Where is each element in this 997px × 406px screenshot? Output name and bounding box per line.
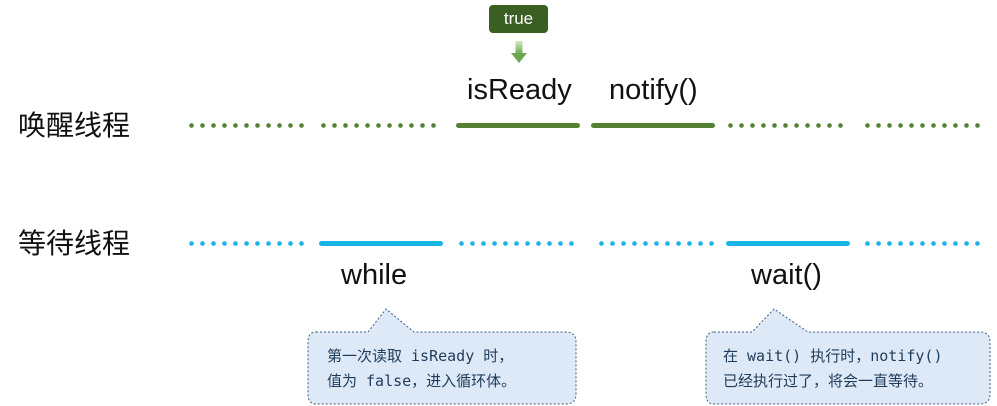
waiter-wait-segment	[726, 241, 850, 246]
waiter-dotted-segment-1	[186, 241, 308, 246]
waiter-lane-label: 等待线程	[18, 227, 131, 260]
right-note-line-1: 在 wait() 执行时，notify()	[723, 347, 943, 365]
waker-dotted-segment-1	[186, 123, 306, 128]
true-value-badge: true	[489, 5, 548, 33]
waiter-dotted-segment-2	[456, 241, 578, 246]
waiter-dotted-segment-4	[862, 241, 984, 246]
down-arrow-icon	[511, 41, 527, 63]
wait-label: wait()	[751, 259, 822, 291]
waiter-dotted-segment-3	[596, 241, 716, 246]
isready-label: isReady	[467, 74, 572, 106]
left-callout	[307, 308, 577, 405]
waker-dotted-segment-4	[862, 123, 984, 128]
right-callout	[705, 308, 991, 405]
notify-label: notify()	[609, 74, 698, 106]
waiter-while-segment	[319, 241, 443, 246]
waker-lane-label: 唤醒线程	[18, 109, 131, 142]
waker-dotted-segment-3	[725, 123, 847, 128]
left-note-line-2: 值为 false，进入循环体。	[327, 372, 517, 390]
while-label: while	[341, 259, 408, 291]
waker-notify-segment	[591, 123, 715, 128]
left-note-line-1: 第一次读取 isReady 时，	[327, 347, 514, 365]
waker-isready-segment	[456, 123, 580, 128]
right-note-line-2: 已经执行过了，将会一直等待。	[723, 372, 934, 390]
waker-dotted-segment-2	[318, 123, 440, 128]
